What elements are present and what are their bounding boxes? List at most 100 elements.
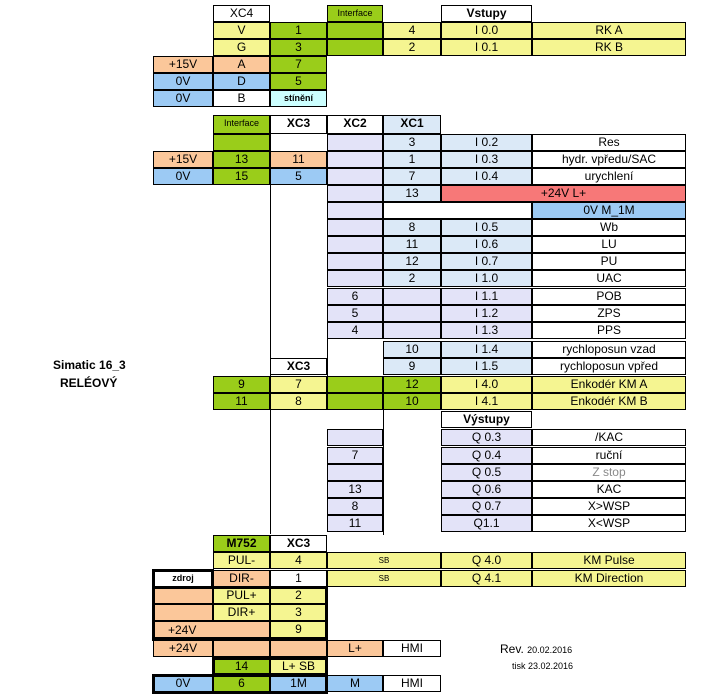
cell: KAC: [532, 481, 686, 498]
cell: 9: [383, 358, 441, 375]
hmi-cell: HMI: [383, 640, 441, 657]
cell: I 0.2: [441, 134, 532, 151]
cell: 0V: [153, 675, 213, 692]
cell: 13: [213, 151, 270, 168]
cell: L+: [327, 640, 383, 657]
cell: I 0.4: [441, 168, 532, 185]
cell: 11: [327, 515, 383, 532]
xc3-header: XC3: [270, 115, 327, 134]
cell: [327, 134, 383, 151]
cell: RK B: [532, 39, 686, 56]
cell: I 0.6: [441, 236, 532, 253]
cell: /KAC: [532, 429, 686, 446]
cell: KM Direction: [532, 570, 686, 587]
cell: rychloposun vpřed: [532, 358, 686, 375]
cell: [327, 151, 383, 168]
cell: 1: [383, 151, 441, 168]
vystupy-header: Výstupy: [441, 411, 532, 428]
cell: V: [213, 22, 270, 39]
cell: 5: [327, 305, 383, 322]
cell: I 4.1: [441, 393, 532, 410]
cell: M: [327, 675, 383, 692]
cell: 13: [327, 481, 383, 498]
cell: [327, 376, 383, 393]
cell: 7: [383, 168, 441, 185]
cell: A: [213, 56, 270, 73]
cell: PUL+: [213, 587, 270, 604]
cell: UAC: [532, 270, 686, 287]
cell: [383, 202, 532, 219]
cell: Q 4.1: [441, 570, 532, 587]
cell: Enkodér KM A: [532, 376, 686, 393]
cell: I 0.5: [441, 219, 532, 236]
cell: X<WSP: [532, 515, 686, 532]
cell: [213, 134, 270, 151]
cell: [327, 464, 383, 481]
cell: [327, 219, 383, 236]
xc2-column-line: [327, 339, 328, 379]
cell: DIR-: [213, 570, 270, 587]
cell: ruční: [532, 447, 686, 464]
cell: +15V: [153, 56, 213, 73]
cell: Q1.1: [441, 515, 532, 532]
cell: stínění: [270, 90, 327, 107]
cell: I 1.3: [441, 322, 532, 339]
cell: 1M: [270, 675, 327, 692]
xc3-header: XC3: [270, 358, 327, 375]
cell: +24V: [153, 640, 213, 657]
cell: 15: [213, 168, 270, 185]
cell: [383, 305, 441, 322]
xc1-header: XC1: [383, 115, 441, 134]
cell: 2: [270, 587, 327, 604]
cell: Q 0.7: [441, 498, 532, 515]
cell: 12: [383, 253, 441, 270]
cell: +15V: [153, 151, 213, 168]
cell: SB: [327, 552, 441, 569]
xc2-header: XC2: [327, 115, 383, 134]
cell: Q 0.6: [441, 481, 532, 498]
cell: KM Pulse: [532, 552, 686, 569]
tisk-text: tisk: [512, 661, 526, 671]
cell: SB: [327, 570, 441, 587]
cell: Wb: [532, 219, 686, 236]
cell: 3: [270, 604, 327, 621]
cell: 14: [213, 658, 270, 675]
cell: ZPS: [532, 305, 686, 322]
cell: 8: [327, 498, 383, 515]
cell: [153, 587, 213, 604]
cell: rychloposun vzad: [532, 341, 686, 358]
cell: 9: [213, 376, 270, 393]
cell: [213, 640, 270, 657]
cell: Q 0.5: [441, 464, 532, 481]
cell: 1: [270, 22, 327, 39]
cell: 7: [270, 56, 327, 73]
cell: 4: [383, 22, 441, 39]
cell: I 1.4: [441, 341, 532, 358]
cell: [270, 640, 327, 657]
cell: 6: [327, 288, 383, 305]
cell: 8: [270, 393, 327, 410]
xc4-header: XC4: [213, 5, 270, 22]
cell: I 1.5: [441, 358, 532, 375]
interface-header: Interface: [213, 115, 270, 134]
cell: [327, 270, 383, 287]
cell: X>WSP: [532, 498, 686, 515]
simatic-label: Simatic 16_3: [53, 358, 126, 372]
cell: [327, 202, 383, 219]
cell: I 1.0: [441, 270, 532, 287]
cell: +24V L+: [441, 185, 686, 202]
interface-header: Interface: [327, 5, 383, 22]
cell: [327, 168, 383, 185]
cell: 4: [270, 552, 327, 569]
cell: 0V: [153, 168, 213, 185]
xc3-column-line: [270, 134, 271, 534]
cell: [383, 322, 441, 339]
cell: I 0.0: [441, 22, 532, 39]
cell: Q 0.4: [441, 447, 532, 464]
cell: POB: [532, 288, 686, 305]
cell: [327, 185, 383, 202]
cell: G: [213, 39, 270, 56]
cell: +24V: [153, 621, 270, 638]
cell: 8: [383, 219, 441, 236]
cell: 5: [270, 73, 327, 90]
